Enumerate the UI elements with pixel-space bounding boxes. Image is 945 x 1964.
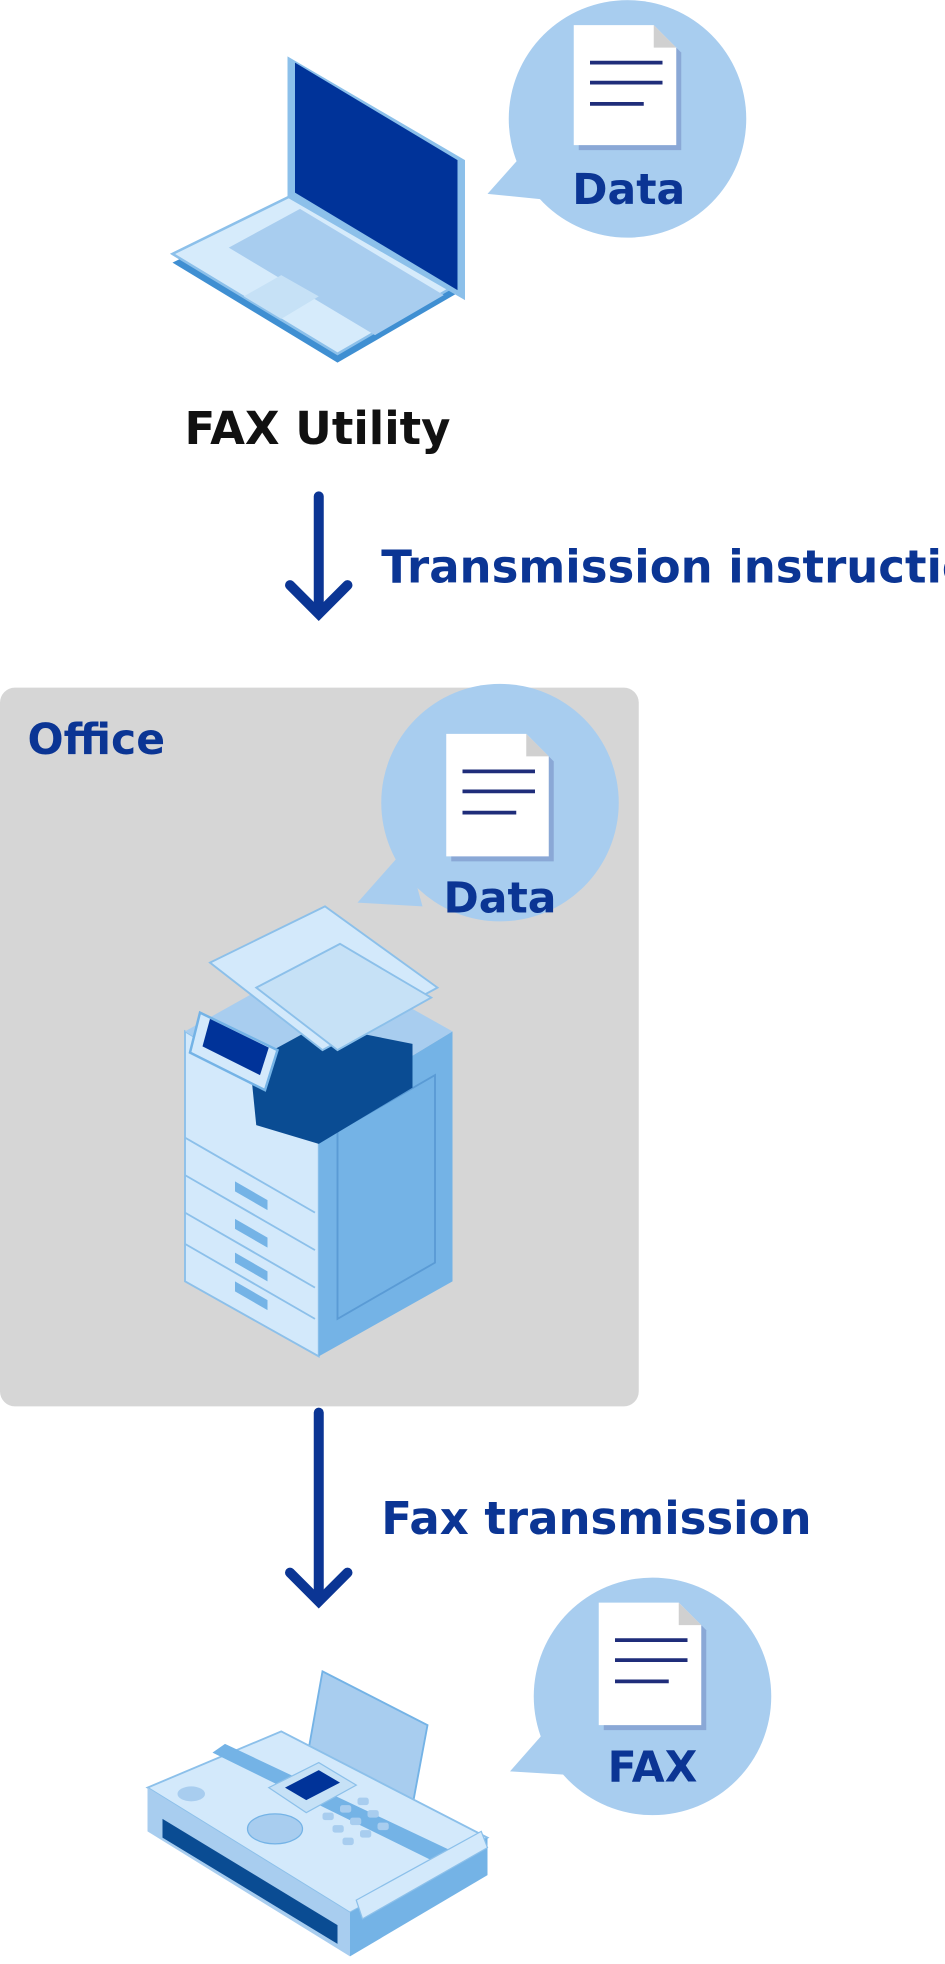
fax-transmission-label: Fax transmission (381, 1492, 811, 1545)
fax-bubble: FAX (510, 1577, 772, 1816)
data-bubble-office: Data (357, 683, 619, 924)
fax-utility-label: FAX Utility (185, 402, 451, 455)
transmission-instruction-label: Transmission instruction (381, 541, 945, 594)
data-bubble-laptop: Data (487, 0, 747, 238)
bubble-label: Data (444, 875, 557, 924)
fax-machine-illustration (145, 1669, 490, 1957)
bubble-label: Data (572, 166, 685, 215)
office-title: Office (28, 716, 166, 765)
laptop-illustration (169, 56, 466, 363)
document-icon (573, 25, 682, 151)
bubble-label: FAX (608, 1743, 698, 1792)
document-icon (446, 733, 554, 862)
arrow-down-icon (285, 491, 353, 621)
copier-illustration (184, 905, 453, 1358)
arrow-down-icon (285, 1407, 353, 1609)
document-icon (598, 1602, 707, 1731)
